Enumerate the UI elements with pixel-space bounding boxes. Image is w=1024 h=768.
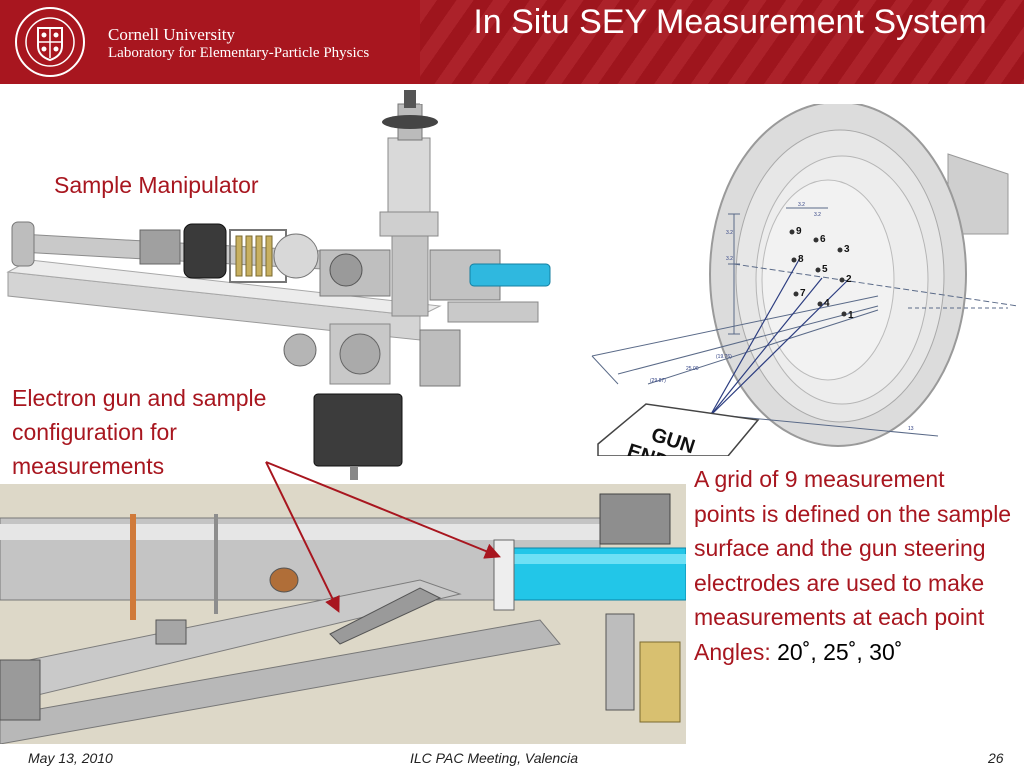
sample-manipulator-figure xyxy=(0,84,580,484)
measurement-description: A grid of 9 measurement points is define… xyxy=(686,458,1016,669)
page-title: In Situ SEY Measurement System xyxy=(473,3,987,41)
dim-label-4: 3.2 xyxy=(726,230,733,236)
angles-label: Angles: xyxy=(694,638,771,665)
title-overflow-mask xyxy=(420,84,1024,104)
dim-label-1: (19.76) xyxy=(716,354,732,360)
header-texture xyxy=(420,0,1024,84)
grid-point-5: 5 xyxy=(822,264,828,275)
header-band: Cornell University Laboratory for Elemen… xyxy=(0,0,1024,84)
dim-label-7: 3.2 xyxy=(814,212,821,218)
dim-label-2: 25.00 xyxy=(686,366,699,372)
grid-point-1: 1 xyxy=(848,310,854,321)
grid-point-8: 8 xyxy=(798,254,804,265)
sample-grid-drawing: 9 6 3 8 5 2 7 4 1 (19.76) 25.00 (29.87) … xyxy=(578,84,1024,456)
grid-point-3: 3 xyxy=(844,244,850,255)
grid-point-6: 6 xyxy=(820,234,826,245)
angles-value: 20˚, 25˚, 30˚ xyxy=(777,638,903,665)
gun-sample-closeup-figure xyxy=(0,484,686,744)
dim-label-5: 3.2 xyxy=(726,256,733,262)
university-name: Cornell University xyxy=(108,25,236,44)
grid-point-7: 7 xyxy=(800,288,806,299)
slide-number: 26 xyxy=(988,750,1004,766)
footer-event: ILC PAC Meeting, Valencia xyxy=(410,750,579,766)
footer: May 13, 2010 ILC PAC Meeting, Valencia 2… xyxy=(0,744,1024,768)
grid-point-9: 9 xyxy=(796,226,802,237)
dim-label-6: 3.2 xyxy=(798,202,805,208)
footer-date: May 13, 2010 xyxy=(28,750,113,766)
grid-point-4: 4 xyxy=(824,298,830,309)
dim-label-3: (29.87) xyxy=(650,378,666,384)
angles-line: Angles: 20˚, 25˚, 30˚ xyxy=(694,635,1012,670)
sample-manipulator-label: Sample Manipulator xyxy=(54,172,259,198)
dim-label-8: 13 xyxy=(908,426,914,432)
laboratory-name: Laboratory for Elementary-Particle Physi… xyxy=(108,45,370,61)
grid-point-2: 2 xyxy=(846,274,852,285)
description-text: A grid of 9 measurement points is define… xyxy=(694,466,1012,630)
electron-gun-config-label: Electron gun and sample configuration fo… xyxy=(12,385,267,479)
cornell-seal-logo xyxy=(15,7,85,77)
